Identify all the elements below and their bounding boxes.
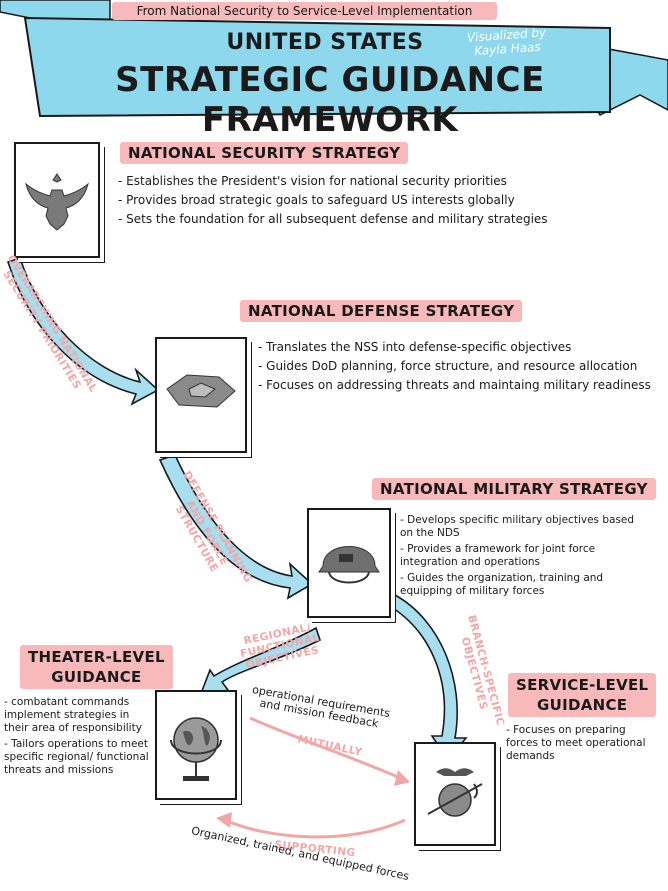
globe-icon: [170, 717, 222, 781]
nms-bullet: Guides the organization, training and eq…: [400, 572, 650, 598]
nss-title: NATIONAL SECURITY STRATEGY: [120, 142, 409, 164]
nms-document: [307, 508, 391, 618]
subtitle-banner: From National Security to Service-Level …: [112, 2, 497, 20]
nds-document: [155, 337, 247, 453]
eagle-icon: [25, 173, 89, 231]
arrow-supporting: [224, 818, 406, 839]
nms-bullet: Develops specific military objectives ba…: [400, 514, 650, 540]
nds-bullet: Translates the NSS into defense-specific…: [258, 338, 658, 357]
nss-bullet: Sets the foundation for all subsequent d…: [118, 210, 578, 229]
service-bullet: Focuses on preparing forces to meet oper…: [506, 724, 656, 763]
usmc-emblem-icon: [427, 768, 483, 817]
theater-title-line1: THEATER-LEVEL: [28, 648, 165, 666]
arrow-nms-theater: [198, 626, 321, 698]
nss-bullet: Provides broad strategic goals to safegu…: [118, 191, 578, 210]
theater-document: [155, 690, 237, 800]
arrow-mutually: [249, 716, 401, 780]
nds-bullets: Translates the NSS into defense-specific…: [258, 338, 658, 395]
banner-graphic: [0, 0, 668, 118]
service-title-line1: SERVICE-LEVEL: [516, 676, 649, 694]
service-title: SERVICE-LEVEL GUIDANCE: [508, 673, 657, 717]
theater-title: THEATER-LEVEL GUIDANCE: [20, 645, 173, 689]
nss-document: [14, 142, 100, 258]
nms-bullets: Develops specific military objectives ba…: [400, 514, 650, 601]
nss-bullet: Establishes the President's vision for n…: [118, 172, 578, 191]
service-title-line2: GUIDANCE: [537, 696, 628, 714]
arrow-nds-nms: [158, 454, 314, 600]
nds-bullet: Guides DoD planning, force structure, an…: [258, 357, 658, 376]
service-document: [414, 742, 496, 846]
theater-bullets: combatant commands implement strategies …: [4, 696, 152, 780]
nms-title: NATIONAL MILITARY STRATEGY: [372, 478, 656, 500]
service-bullets: Focuses on preparing forces to meet oper…: [506, 724, 656, 766]
nds-title: NATIONAL DEFENSE STRATEGY: [240, 300, 523, 322]
title-line1: UNITED STATES: [226, 30, 424, 55]
page-title: STRATEGIC GUIDANCE FRAMEWORK: [115, 60, 545, 140]
theater-bullet: combatant commands implement strategies …: [4, 696, 152, 735]
nms-bullet: Provides a framework for joint force int…: [400, 543, 650, 569]
helmet-icon: [318, 546, 380, 584]
nds-bullet: Focuses on addressing threats and mainta…: [258, 376, 658, 395]
theater-title-line2: GUIDANCE: [51, 668, 142, 686]
pentagon-icon: [166, 374, 236, 408]
theater-bullet: Tailors operations to meet specific regi…: [4, 738, 152, 777]
arrow-nss-nds: [6, 256, 160, 406]
nss-bullets: Establishes the President's vision for n…: [118, 172, 578, 229]
